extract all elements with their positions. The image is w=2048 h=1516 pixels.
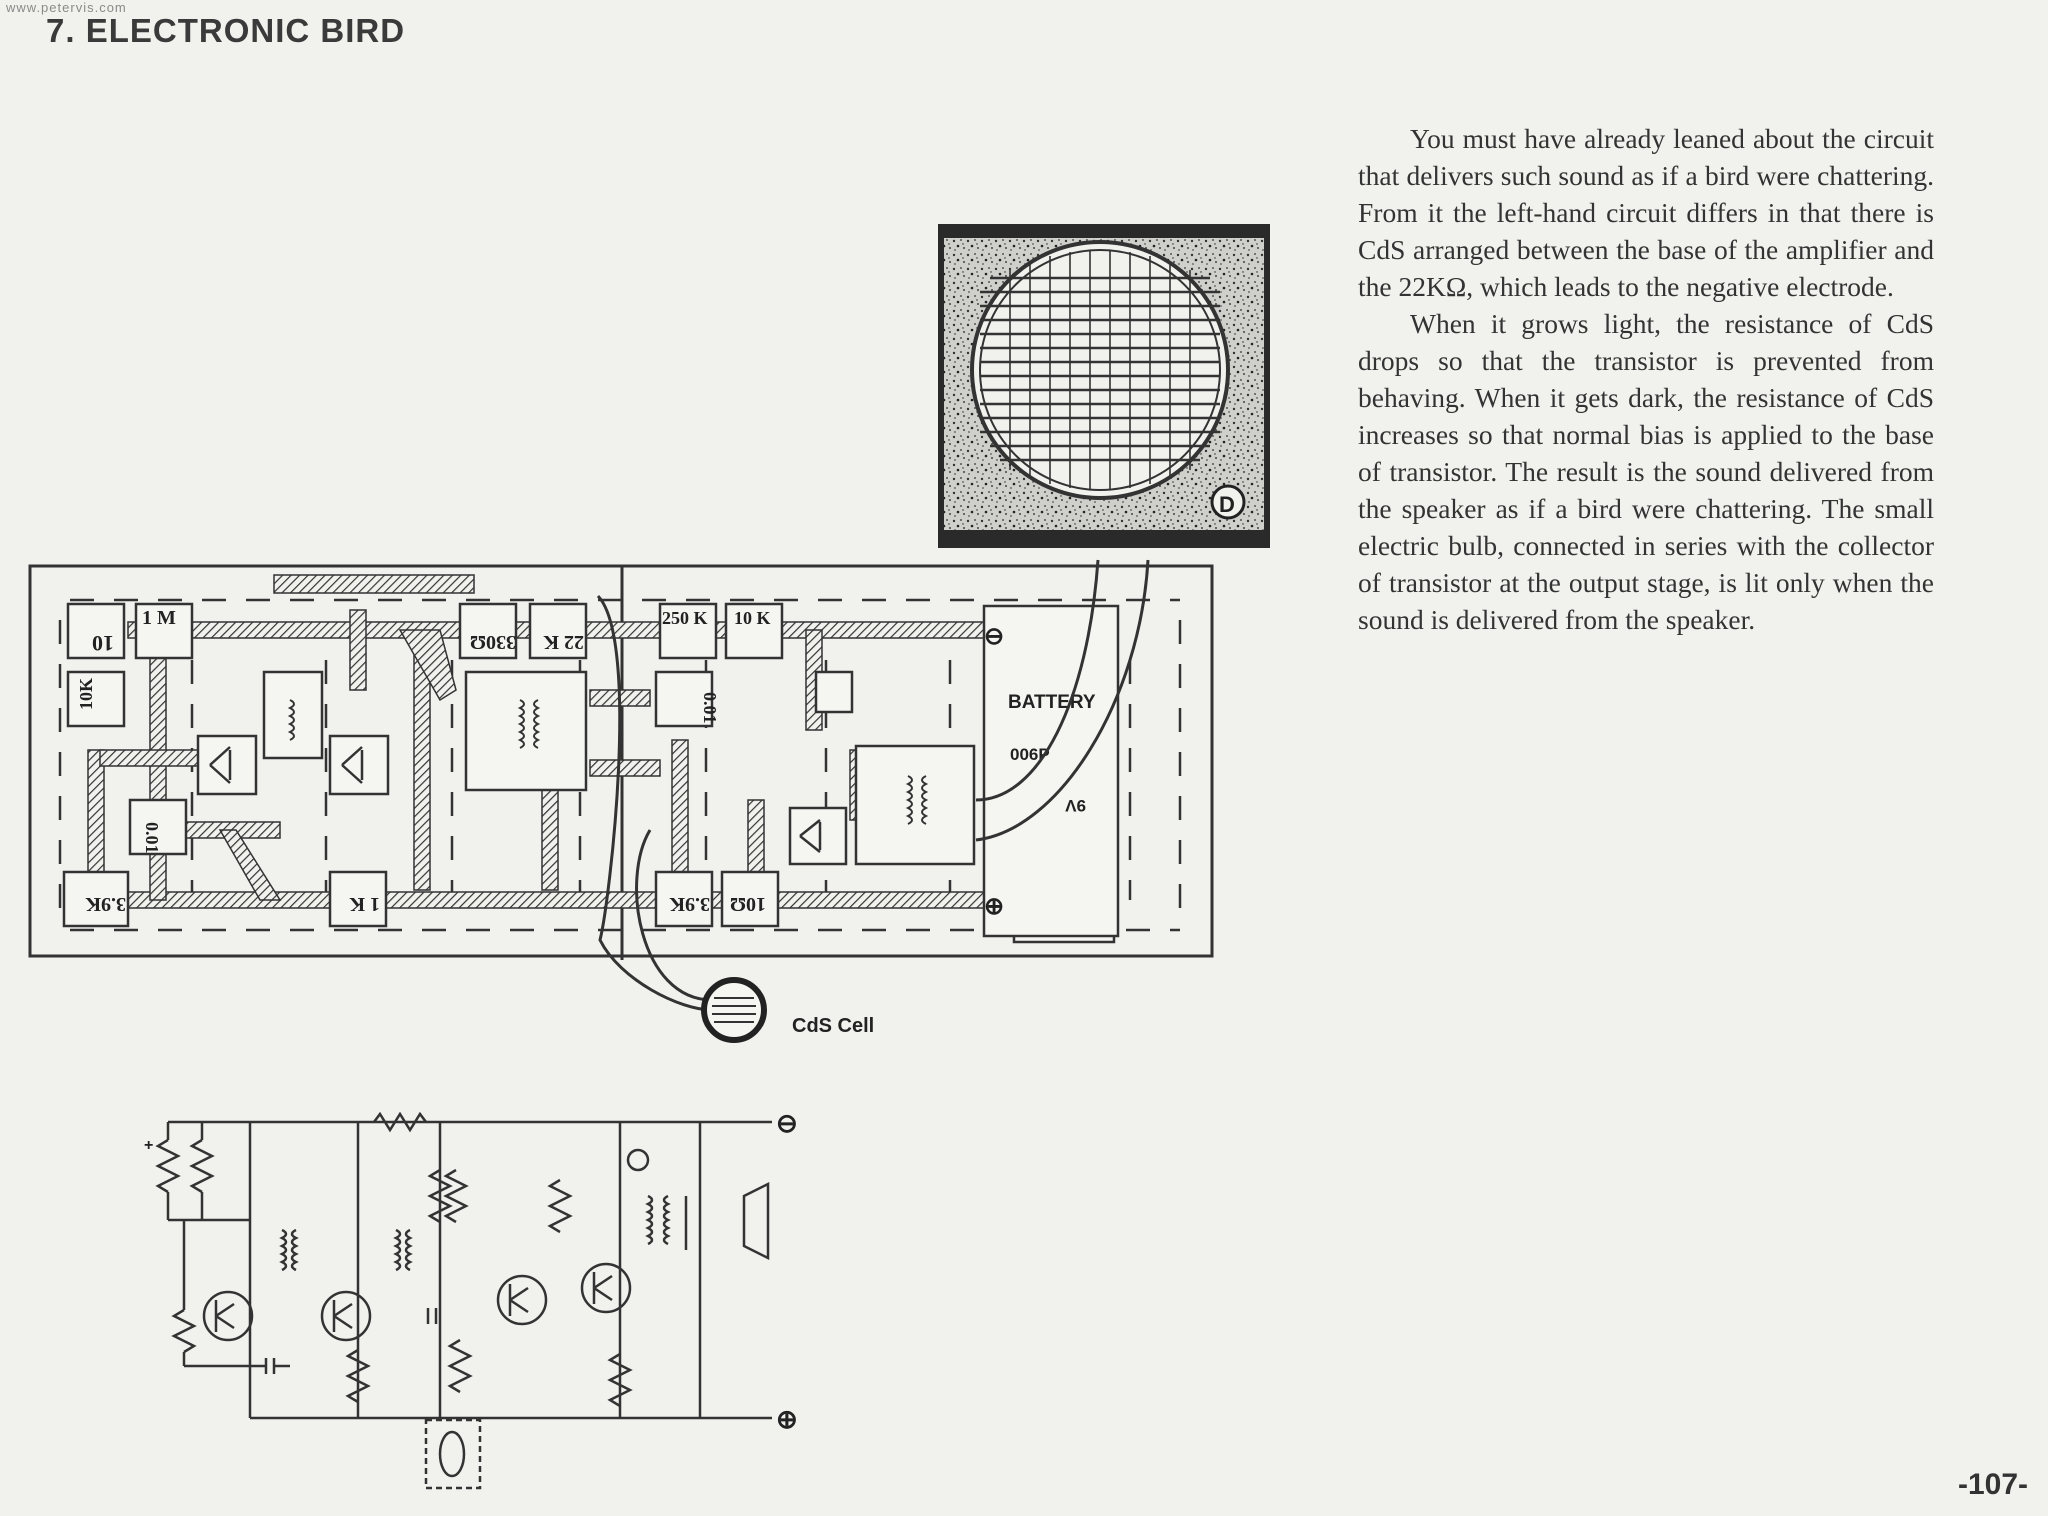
page-number: -107- bbox=[1958, 1468, 2029, 1501]
battery-label: BATTERY bbox=[1008, 692, 1096, 713]
resistor-330-label: 330Ω bbox=[470, 631, 516, 653]
resistor-1k-label: 1 K bbox=[349, 893, 380, 915]
cap-001-right-label: 0.01 bbox=[700, 692, 720, 724]
transformer-coils bbox=[287, 699, 929, 825]
cap-001-left-label: 0.01 bbox=[142, 822, 162, 854]
cds-cell bbox=[596, 594, 767, 1043]
paragraph-1: You must have already leaned about the c… bbox=[1358, 123, 1934, 302]
resistor-1m-label: 1 M bbox=[142, 607, 176, 629]
resistor-10k-right-label: 10 K bbox=[734, 608, 771, 628]
cap-10-label: 10 bbox=[92, 631, 114, 656]
resistor-22k-label: 22 K bbox=[543, 631, 584, 653]
battery-voltage-label: 9V bbox=[1065, 796, 1086, 815]
page-title: 7. ELECTRONIC BIRD bbox=[46, 12, 406, 49]
watermark: www.petervis.com bbox=[6, 0, 127, 15]
battery bbox=[982, 604, 1120, 938]
speaker-illustration: D bbox=[938, 224, 1270, 548]
cds-cell-label: CdS Cell bbox=[792, 1015, 874, 1037]
schematic-minus: ⊖ bbox=[776, 1108, 798, 1138]
schematic-diagram bbox=[155, 1111, 772, 1490]
resistor-250k-label: 250 K bbox=[662, 608, 708, 628]
resistor-10k-left-label: 10K bbox=[76, 678, 96, 710]
svg-text:D: D bbox=[1219, 492, 1235, 517]
battery-plus-terminal: ⊕ bbox=[984, 893, 1004, 920]
paragraph-2: When it grows light, the resistance of C… bbox=[1358, 308, 1934, 635]
transistor-blocks bbox=[196, 734, 848, 866]
resistor-10-label: 10Ω bbox=[730, 893, 766, 915]
schematic-plus: ⊕ bbox=[776, 1404, 798, 1434]
battery-minus-terminal: ⊖ bbox=[984, 623, 1004, 650]
resistor-39k-left-label: 3.9K bbox=[85, 893, 126, 915]
schematic-cap-plus: + bbox=[144, 1137, 153, 1154]
speaker-leads bbox=[975, 559, 1150, 842]
resistor-39k-right-label: 3.9K bbox=[669, 893, 710, 915]
description-text: You must have already leaned about the c… bbox=[1358, 120, 1934, 638]
board-components bbox=[62, 602, 854, 928]
